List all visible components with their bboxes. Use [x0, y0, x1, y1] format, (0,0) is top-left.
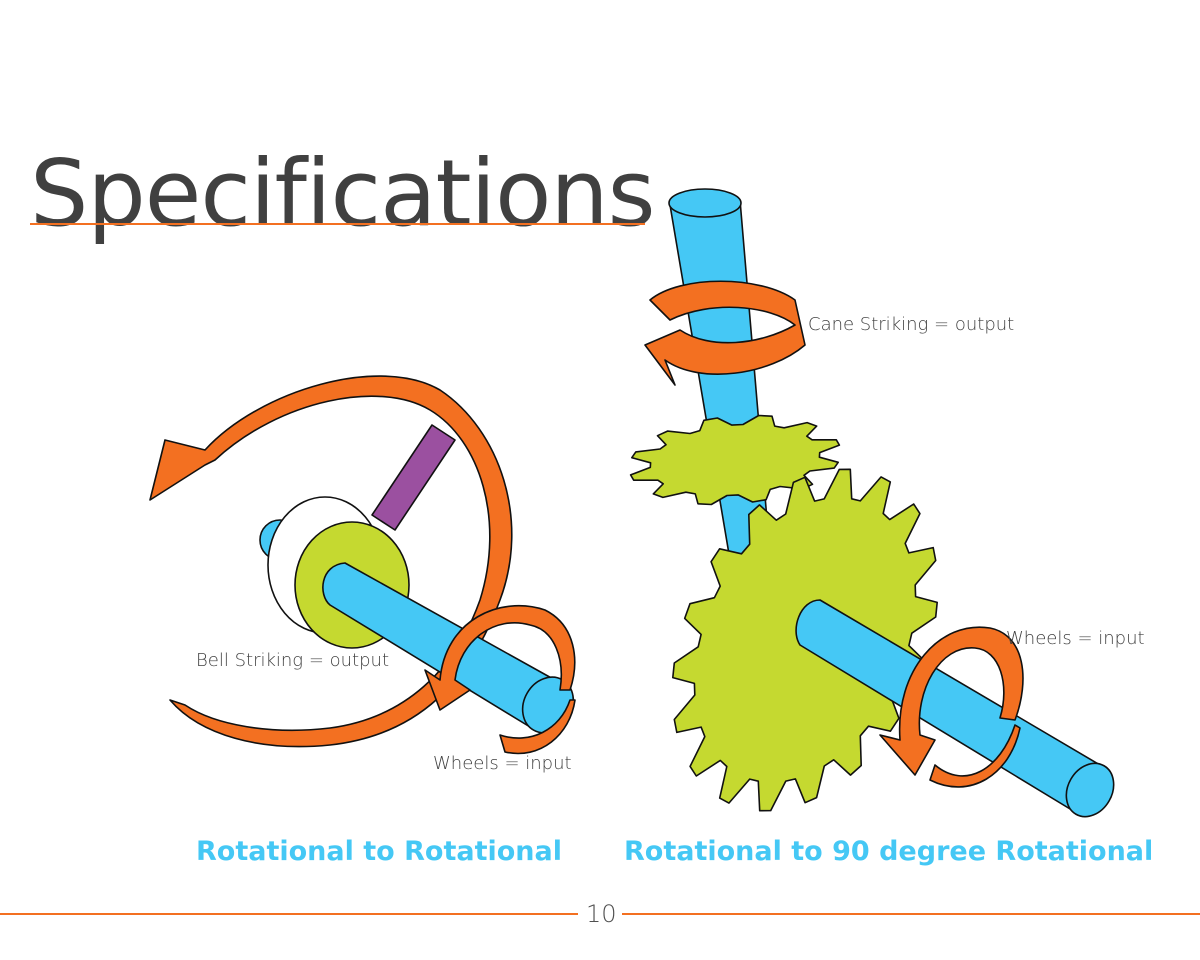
title-underline	[30, 223, 645, 225]
page-title: Specifications	[30, 140, 656, 247]
footer-rule-right	[622, 913, 1200, 915]
right-wheels-label: Wheels = input	[1006, 628, 1145, 649]
left-rotation-arrow-large	[149, 375, 513, 748]
footer-rule-left	[0, 913, 578, 915]
purple-striker-rod	[371, 424, 456, 531]
small-gear	[629, 414, 841, 506]
right-shaft-end	[1065, 762, 1115, 818]
page-number: 10	[586, 900, 617, 928]
left-wheels-label: Wheels = input	[433, 753, 572, 774]
right-horizontal-shaft	[795, 599, 1101, 816]
right-rotation-arrow-bottom	[879, 626, 1024, 776]
right-vertical-shaft	[669, 199, 771, 561]
left-rotation-arrow-small	[424, 605, 576, 711]
right-rotation-arrow-top	[644, 280, 806, 386]
right-vertical-shaft-end	[668, 188, 742, 218]
right-caption: Rotational to 90 degree Rotational	[624, 836, 1154, 867]
left-caption: Rotational to Rotational	[196, 836, 563, 867]
cane-striking-label: Cane Striking = output	[808, 314, 1015, 335]
bell-striking-label: Bell Striking = output	[196, 650, 389, 671]
